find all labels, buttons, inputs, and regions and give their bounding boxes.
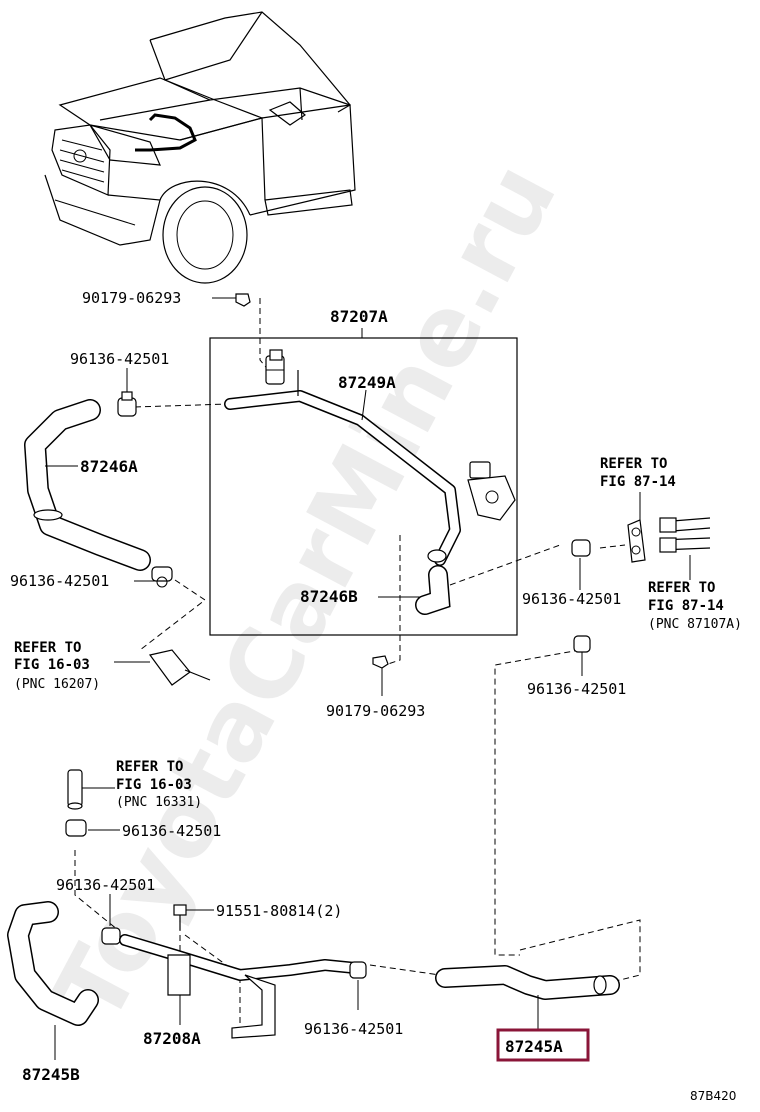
- label-87245B: 87245B: [22, 1065, 80, 1084]
- label-87207A: 87207A: [330, 307, 388, 326]
- label-clip-low-2: 96136-42501: [56, 876, 155, 894]
- leader-lines: [74, 298, 641, 1025]
- ref2-line3: (PNC 87107A): [648, 617, 742, 632]
- label-clip-right-upper: 96136-42501: [522, 590, 621, 608]
- pipe-87208A: [119, 934, 361, 1039]
- clip-low-2: [101, 927, 121, 945]
- label-clip-low-1: 96136-42501: [122, 822, 221, 840]
- label-bolt: 91551-80814(2): [216, 902, 342, 920]
- nut-mid: [372, 655, 389, 669]
- refer-fig16-03-fitting-a: [148, 649, 211, 686]
- hose-87245B: [7, 901, 99, 1026]
- vehicle-illustration: [44, 11, 356, 284]
- clip-bracket-upper: [265, 349, 285, 385]
- clip-low-3: [349, 961, 367, 979]
- ref2-line1: REFER TO: [648, 580, 715, 596]
- clamp-bracket-right: [467, 461, 516, 521]
- highlight-box: [496, 1028, 590, 1062]
- ref4-line2: FIG 16-03: [116, 777, 192, 793]
- label-clip-mid-left: 96136-42501: [10, 572, 109, 590]
- ref1-line2: FIG 87-14: [600, 474, 676, 490]
- hose-87246A: [24, 399, 151, 571]
- assembly-box: [209, 337, 518, 636]
- label-87245A: 87245A: [505, 1037, 563, 1056]
- hose-87245A: [435, 965, 620, 1000]
- ref4-line1: REFER TO: [116, 759, 183, 775]
- label-clip-top-left: 96136-42501: [70, 350, 169, 368]
- ref3-line1: REFER TO: [14, 640, 81, 656]
- clip-low-1: [65, 819, 87, 837]
- ref3-line2: FIG 16-03: [14, 657, 90, 673]
- label-87208A: 87208A: [143, 1029, 201, 1048]
- refer-fig87-14-fitting: [627, 517, 711, 563]
- ref2-line2: FIG 87-14: [648, 598, 724, 614]
- ref3-line3: (PNC 16207): [14, 677, 100, 692]
- figure-code: 87B420: [690, 1089, 736, 1103]
- ref4-line3: (PNC 16331): [116, 795, 202, 810]
- clip-top-left: [117, 391, 137, 417]
- hose-87246B: [415, 549, 451, 615]
- label-87249A: 87249A: [338, 373, 396, 392]
- clip-right-upper: [571, 539, 591, 557]
- ref1-line1: REFER TO: [600, 456, 667, 472]
- clip-mid-left: [151, 566, 173, 588]
- label-nut-mid: 90179-06293: [326, 702, 425, 720]
- clip-right-lower: [573, 635, 591, 653]
- refer-fig16-03-fitting-b: [67, 769, 83, 810]
- label-clip-low-3: 96136-42501: [304, 1020, 403, 1038]
- label-nut-top: 90179-06293: [82, 289, 181, 307]
- nut-top: [235, 293, 251, 307]
- label-clip-right-lower: 96136-42501: [527, 680, 626, 698]
- label-87246B: 87246B: [300, 587, 358, 606]
- pipe-87249A: [224, 370, 461, 566]
- label-87246A: 87246A: [80, 457, 138, 476]
